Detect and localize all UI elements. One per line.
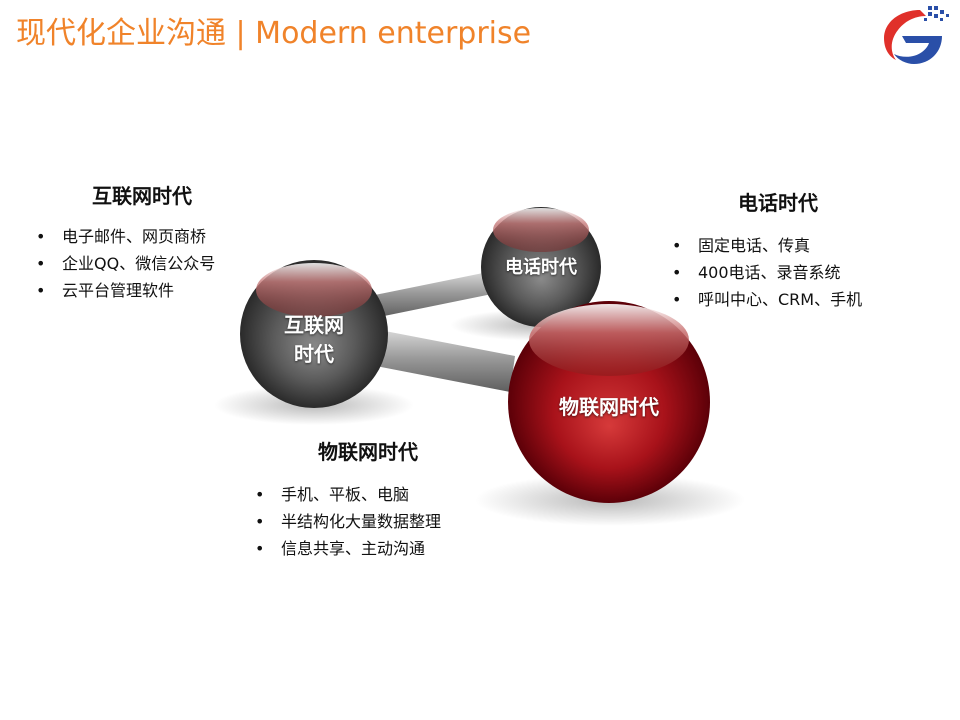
list-internet: 电子邮件、网页商桥 企业QQ、微信公众号 云平台管理软件 (34, 223, 215, 304)
logo-red-swoosh (884, 10, 926, 60)
sphere-label-phone: 电话时代 (505, 257, 577, 278)
list-item: 手机、平板、电脑 (253, 481, 441, 508)
company-logo (884, 6, 949, 64)
sphere-label-iot: 物联网时代 (559, 395, 659, 419)
sphere-label-internet: 互联网 时代 (264, 311, 364, 369)
list-item: 呼叫中心、CRM、手机 (670, 286, 862, 313)
heading-iot: 物联网时代 (318, 440, 418, 464)
list-item: 信息共享、主动沟通 (253, 535, 441, 562)
list-item: 固定电话、传真 (670, 232, 862, 259)
list-item: 云平台管理软件 (34, 277, 215, 304)
list-item: 企业QQ、微信公众号 (34, 250, 215, 277)
logo-blue-g (894, 36, 942, 64)
sphere-label-internet-line1: 互联网 (284, 313, 344, 337)
list-iot: 手机、平板、电脑 半结构化大量数据整理 信息共享、主动沟通 (253, 481, 441, 562)
logo-dots (924, 6, 949, 21)
heading-internet: 互联网时代 (92, 184, 192, 208)
list-item: 半结构化大量数据整理 (253, 508, 441, 535)
sphere-iot (508, 301, 710, 503)
list-item: 电子邮件、网页商桥 (34, 223, 215, 250)
list-phone: 固定电话、传真 400电话、录音系统 呼叫中心、CRM、手机 (670, 232, 862, 313)
sphere-label-internet-line2: 时代 (294, 342, 334, 366)
connector-internet-phone (370, 272, 492, 318)
list-item: 400电话、录音系统 (670, 259, 862, 286)
heading-phone: 电话时代 (738, 191, 818, 215)
sphere-phone (481, 207, 601, 327)
page-title: 现代化企业沟通 | Modern enterprise (16, 16, 532, 51)
connector-internet-iot (376, 330, 515, 392)
sphere-internet (240, 260, 388, 408)
